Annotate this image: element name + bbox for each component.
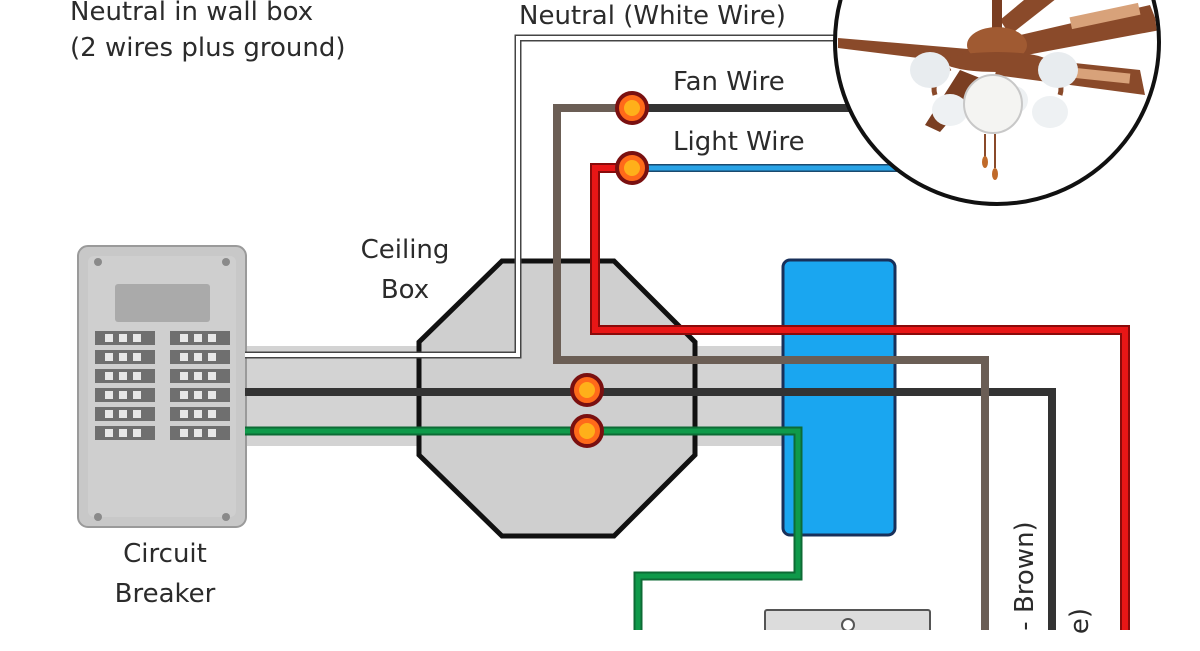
circuit-breaker-label-line1: Circuit: [123, 539, 207, 569]
wire-nut-icon: [570, 373, 604, 407]
breaker-toggle: [119, 391, 127, 399]
breaker-toggle: [119, 334, 127, 342]
fan-wire-label: Fan Wire: [673, 67, 785, 97]
breaker-toggle: [105, 410, 113, 418]
wire-nut-icon: [615, 91, 649, 125]
breaker-toggle: [180, 429, 188, 437]
light-wire-label: Light Wire: [673, 127, 805, 157]
neutral-box-label-line2: (2 wires plus ground): [70, 33, 346, 63]
connectors: [570, 91, 649, 448]
breaker-toggle: [208, 353, 216, 361]
breaker-toggle: [180, 410, 188, 418]
breaker-switches: [95, 331, 230, 440]
circuit-breaker-panel-icon: [77, 245, 247, 528]
breaker-toggle: [133, 410, 141, 418]
breaker-toggle: [105, 391, 113, 399]
neutral-white-wire-core: [245, 36, 860, 357]
breaker-toggle: [194, 334, 202, 342]
breaker-toggle: [180, 391, 188, 399]
breaker-toggle: [180, 353, 188, 361]
breaker-toggle: [180, 334, 188, 342]
breaker-toggle: [133, 353, 141, 361]
ceiling-box-label-line2: Box: [380, 275, 430, 305]
breaker-toggle: [105, 372, 113, 380]
vertical-brown-wire-label: - Brown): [1010, 521, 1040, 631]
wires: [245, 34, 1130, 630]
breaker-toggle: [105, 429, 113, 437]
breaker-toggle: [194, 391, 202, 399]
breaker-toggle: [194, 410, 202, 418]
neutral-box-label-line1: Neutral in wall box: [70, 0, 314, 27]
breaker-toggle: [133, 391, 141, 399]
ceiling-fan-icon: [833, 0, 1161, 206]
wiring-diagram: [77, 0, 1161, 630]
breaker-toggle: [119, 429, 127, 437]
wall-switch-plate: [764, 609, 931, 630]
breaker-toggle: [194, 429, 202, 437]
breaker-toggle: [208, 334, 216, 342]
light-red-wire-core: [592, 165, 1128, 630]
neutral-wire-label: Neutral (White Wire): [519, 1, 786, 31]
breaker-toggle: [119, 410, 127, 418]
ceiling-box-label-line1: Ceiling: [360, 235, 450, 265]
fan-brown-wire: [553, 104, 989, 630]
vertical-second-wire-label: e): [1065, 607, 1095, 635]
breaker-toggle: [119, 353, 127, 361]
breaker-toggle: [208, 429, 216, 437]
breaker-toggle: [133, 334, 141, 342]
breaker-toggle: [133, 372, 141, 380]
breaker-toggle: [208, 372, 216, 380]
breaker-toggle: [208, 391, 216, 399]
breaker-toggle: [194, 353, 202, 361]
wire-nut-icon: [615, 151, 649, 185]
hot-black-wire: [245, 388, 1056, 630]
breaker-toggle: [133, 429, 141, 437]
breaker-toggle: [119, 372, 127, 380]
breaker-toggle: [105, 334, 113, 342]
ground-green-wire-core: [245, 428, 801, 630]
breaker-toggle: [105, 353, 113, 361]
breaker-toggle: [208, 410, 216, 418]
breaker-toggle: [180, 372, 188, 380]
wire-nut-icon: [570, 414, 604, 448]
breaker-toggle: [194, 372, 202, 380]
circuit-breaker-label-line2: Breaker: [114, 579, 216, 609]
